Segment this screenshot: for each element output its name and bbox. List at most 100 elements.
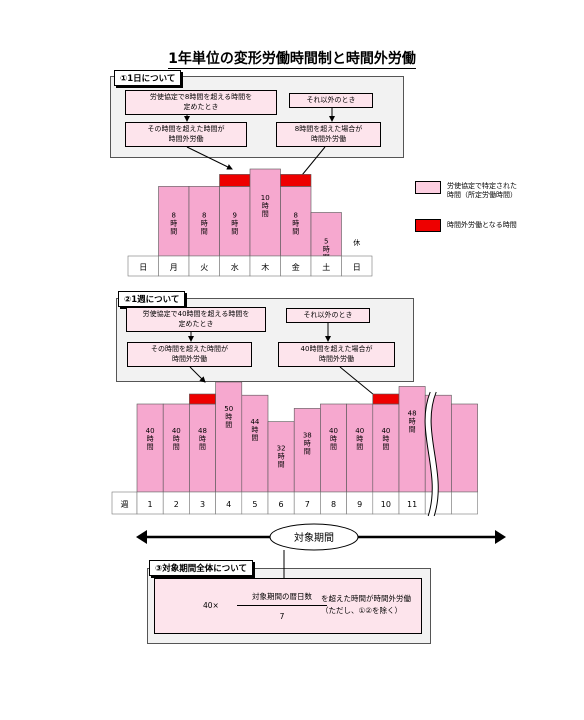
- day-result-left-box: その時間を超えた時間が 時間外労働: [125, 122, 247, 147]
- week-bar-label-line: 48: [408, 409, 417, 417]
- period-arrow-right: [495, 530, 506, 544]
- week-bar: [241, 394, 269, 493]
- week-bar-label-line: 時: [251, 426, 258, 434]
- day-bar-label-line: 10: [261, 194, 270, 202]
- week-tick-label: 9: [357, 500, 362, 509]
- week-bar-label-line: 間: [251, 434, 258, 442]
- week-bar-label-line: 間: [225, 421, 232, 429]
- formula-suffix-line1: を超えた時間が時間外労働: [321, 594, 411, 603]
- week-bar-label-line: 時: [225, 413, 232, 421]
- day-bar: [219, 186, 251, 257]
- day-bar-label-line: 間: [170, 227, 177, 235]
- week-overtime-bar: [189, 393, 216, 405]
- period-label: 対象期間: [294, 531, 334, 544]
- break-mark-gap: [425, 390, 439, 517]
- day-bar: [249, 168, 281, 257]
- week-bar-label-line: 38: [303, 431, 312, 439]
- week-bar-label-line: 間: [409, 425, 416, 433]
- week-result-right-box: 40時間を超えた場合が 時間外労働: [278, 342, 395, 367]
- week-bar-label-line: 50: [224, 405, 233, 413]
- period-formula-box: 40× 対象期間の暦日数 7 を超えた時間が時間外労働 （ただし、①②を除く）: [154, 578, 422, 634]
- formula-suffix-line2: （ただし、①②を除く）: [321, 606, 402, 615]
- day-bar-label-line: 間: [201, 227, 208, 235]
- day-bar-label-line: 時: [262, 202, 269, 210]
- week-bar: [451, 403, 478, 493]
- week-tick-label: 3: [200, 500, 205, 509]
- week-bar: [293, 408, 321, 493]
- week-bar-label-line: 時: [147, 435, 154, 443]
- week-bar-label-line: 間: [199, 443, 206, 451]
- day-tick-label: 土: [322, 262, 330, 272]
- day-bar: [310, 212, 342, 257]
- week-bar: [162, 403, 190, 493]
- week-tick-label: 11: [407, 500, 417, 509]
- week-bar: [189, 403, 216, 493]
- day-result-right-box: 8時間を超えた場合が 時間外労働: [276, 122, 381, 147]
- day-tick-label: 金: [292, 262, 300, 272]
- day-bar: [280, 186, 312, 257]
- week-other-box: それ以外のとき: [286, 308, 370, 323]
- period-label-ellipse: [269, 523, 359, 551]
- week-rule-tag: ②1週について: [118, 291, 186, 307]
- day-bar-label-line: 休: [353, 238, 360, 247]
- week-bar-label-line: 時: [330, 435, 337, 443]
- day-bar-label-line: 8: [172, 211, 176, 219]
- legend-swatch-overtime: [415, 219, 441, 232]
- day-bar-label-line: 時: [292, 219, 299, 227]
- week-bar-label-line: 40: [329, 427, 338, 435]
- day-tick-label: 木: [261, 262, 269, 272]
- day-agreement-box: 労使協定で8時間を超える時間を 定めたとき: [125, 90, 277, 115]
- week-bar-label-line: 間: [304, 447, 311, 455]
- day-bar-label-line: 間: [231, 227, 238, 235]
- day-bar-label-line: 間: [292, 227, 299, 235]
- formula-denominator: 7: [279, 612, 285, 621]
- day-bar-label-line: 時: [201, 219, 208, 227]
- day-bar-label-line: 8: [294, 211, 298, 219]
- week-bar-label-line: 間: [330, 443, 337, 451]
- day-bar-label-line: 時: [170, 219, 177, 227]
- day-tick-label: 水: [231, 262, 239, 272]
- week-bar-label-line: 時: [304, 439, 311, 447]
- day-arrow-to-chart-left: [186, 146, 233, 170]
- formula-prefix: 40×: [203, 601, 219, 610]
- week-bar: [136, 403, 164, 493]
- week-tick-label: 7: [305, 500, 310, 509]
- day-bar-label-line: 時: [231, 219, 238, 227]
- day-axis-cell: [341, 255, 373, 277]
- week-bar-label-line: 40: [172, 427, 181, 435]
- day-bar: [188, 186, 220, 257]
- day-bar: [158, 186, 190, 257]
- day-tick-label: 日: [353, 263, 361, 272]
- week-bar-label-line: 間: [147, 443, 154, 451]
- week-bar-label-line: 間: [173, 443, 180, 451]
- week-bar-label-line: 40: [355, 427, 364, 435]
- legend-label-overtime: 時間外労働となる時間: [447, 221, 517, 229]
- day-other-box: それ以外のとき: [289, 93, 373, 108]
- day-bar-label-line: 9: [233, 211, 237, 219]
- legend-label-scheduled: 労使協定で特定された 時間（所定労働時間）: [447, 182, 517, 200]
- week-bar-label-line: 時: [173, 435, 180, 443]
- week-bar-label-line: 時: [382, 435, 389, 443]
- week-bar-label-line: 間: [382, 443, 389, 451]
- week-axis-cell: [451, 491, 478, 515]
- week-bar-label-line: 時: [199, 435, 206, 443]
- week-bar-label-line: 時: [356, 435, 363, 443]
- week-bar-label-line: 40: [146, 427, 155, 435]
- week-bar: [398, 386, 426, 493]
- week-overtime-bar: [372, 393, 400, 405]
- week-bar-label-line: 44: [250, 418, 259, 426]
- week-arrow-to-chart-left: [189, 366, 206, 383]
- page-title: 1年単位の変形労働時間制と時間外労働: [168, 51, 416, 69]
- week-bar-label-line: 48: [198, 427, 207, 435]
- week-bar: [215, 381, 243, 493]
- week-agreement-box: 労使協定で40時間を超える時間を 定めたとき: [126, 307, 266, 332]
- week-bar-label-line: 時: [409, 417, 416, 425]
- week-tick-label: 6: [279, 500, 284, 509]
- day-rule-tag: ①1日について: [114, 70, 182, 86]
- week-bar-label-line: 40: [381, 427, 390, 435]
- week-tick-label: 2: [174, 500, 179, 509]
- day-bar-label-line: 時: [323, 246, 330, 254]
- period-rule-tag: ③対象期間全体について: [149, 560, 253, 576]
- week-bar-label-line: 間: [278, 461, 285, 469]
